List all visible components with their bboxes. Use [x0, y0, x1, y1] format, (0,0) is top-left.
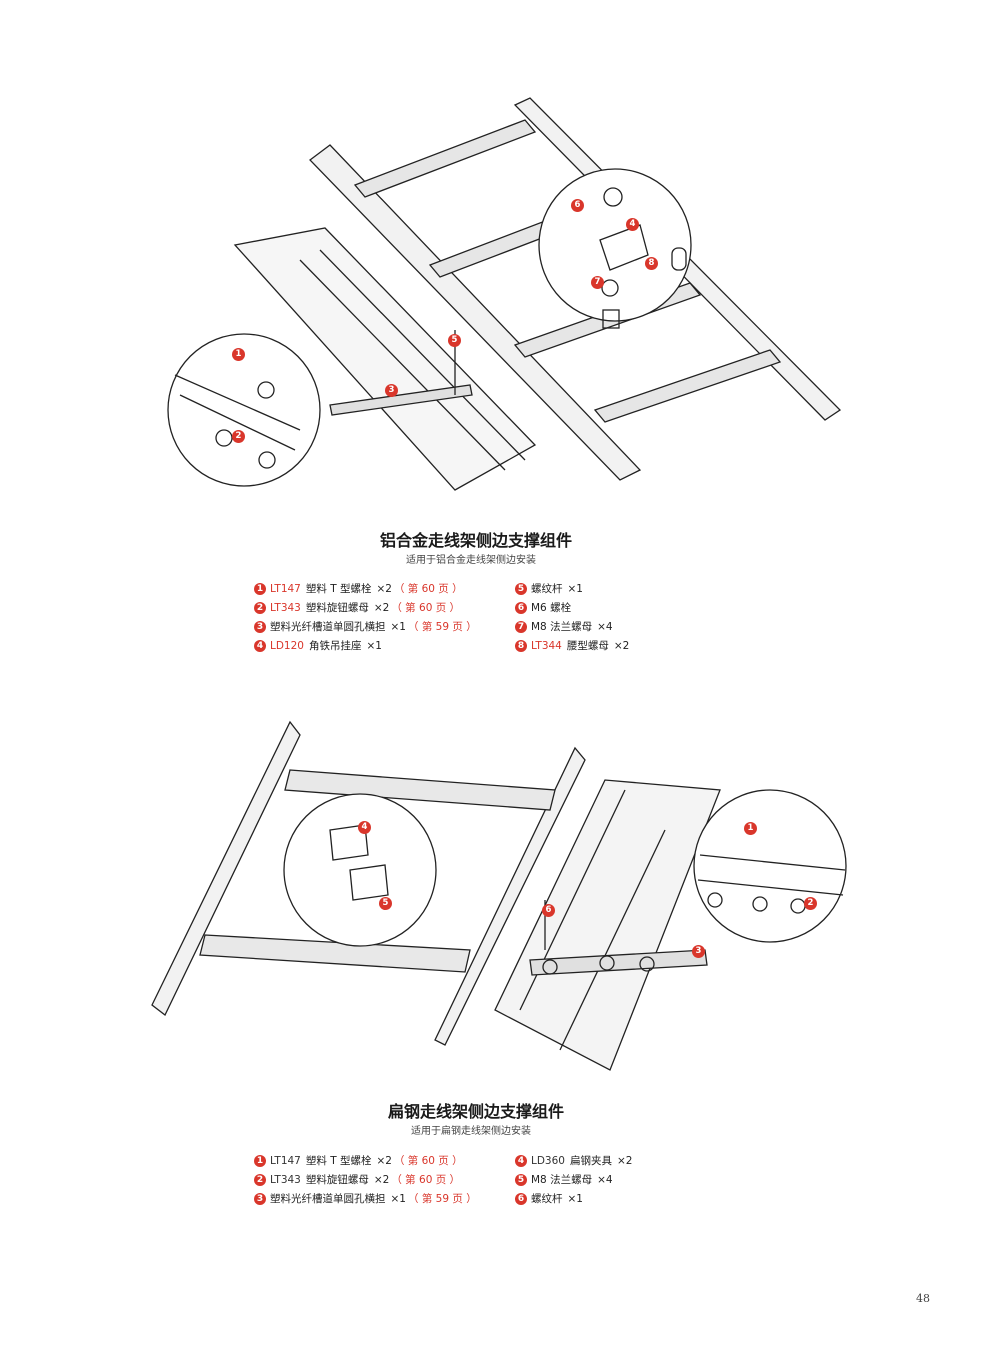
- section1-title: 铝合金走线架侧边支撑组件: [379, 531, 572, 550]
- callout-marker: 3: [385, 384, 398, 397]
- page-number: 48: [916, 1292, 930, 1305]
- callout-marker: 3: [692, 945, 705, 958]
- callout-marker: 2: [232, 430, 245, 443]
- callout-marker: 6: [542, 904, 555, 917]
- callout-marker: 5: [448, 334, 461, 347]
- section1-subtitle: 适用于铝合金走线架侧边安装: [406, 555, 536, 566]
- aluminum-rack-illustration: [167, 97, 842, 491]
- callout-marker: 2: [804, 897, 817, 910]
- flat-steel-rack-illustration: [151, 720, 847, 1071]
- callout-marker: 1: [744, 822, 757, 835]
- callout-marker: 4: [358, 821, 371, 834]
- callout-marker: 1: [232, 348, 245, 361]
- callout-marker: 8: [645, 257, 658, 270]
- section2-subtitle: 适用于扁钢走线架侧边安装: [411, 1126, 531, 1137]
- callout-marker: 4: [626, 218, 639, 231]
- callout-marker: 6: [571, 199, 584, 212]
- callout-marker: 5: [379, 897, 392, 910]
- callout-marker: 7: [591, 276, 604, 289]
- section2-title: 扁钢走线架侧边支撑组件: [387, 1102, 564, 1121]
